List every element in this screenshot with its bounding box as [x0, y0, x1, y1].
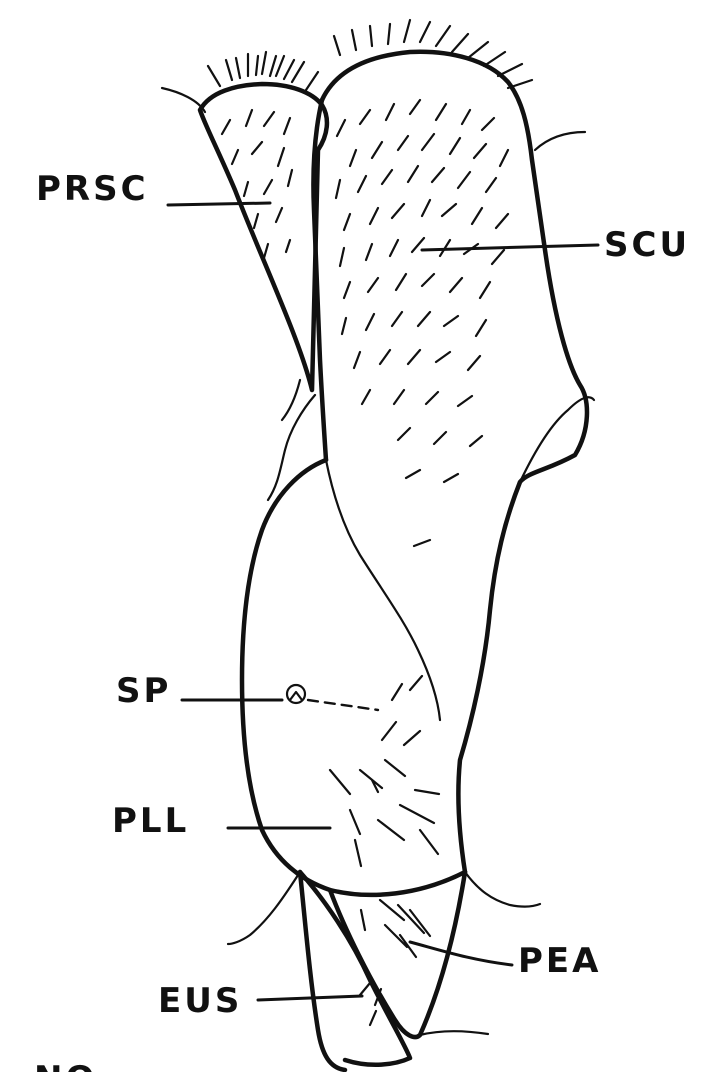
scutum-sclerite: [313, 20, 594, 872]
leader-lines: [168, 203, 598, 1000]
label-pll: PLL: [112, 801, 189, 841]
corner-label: NO: [34, 1059, 97, 1072]
prescutum-sclerite: [162, 52, 327, 390]
pleural-lobe: [242, 380, 465, 895]
scu-leader: [422, 245, 598, 250]
sp-leader-dashed: [308, 700, 378, 710]
lower-sclerites: [228, 872, 540, 1070]
pea-leader: [410, 942, 512, 965]
eus-leader: [258, 996, 362, 1000]
label-prsc: PRSC: [36, 169, 149, 209]
prsc-leader: [168, 203, 270, 205]
label-pea: PEA: [518, 941, 601, 981]
label-sp: SP: [116, 671, 171, 711]
label-scu: SCU: [604, 225, 690, 265]
label-eus: EUS: [158, 981, 242, 1021]
